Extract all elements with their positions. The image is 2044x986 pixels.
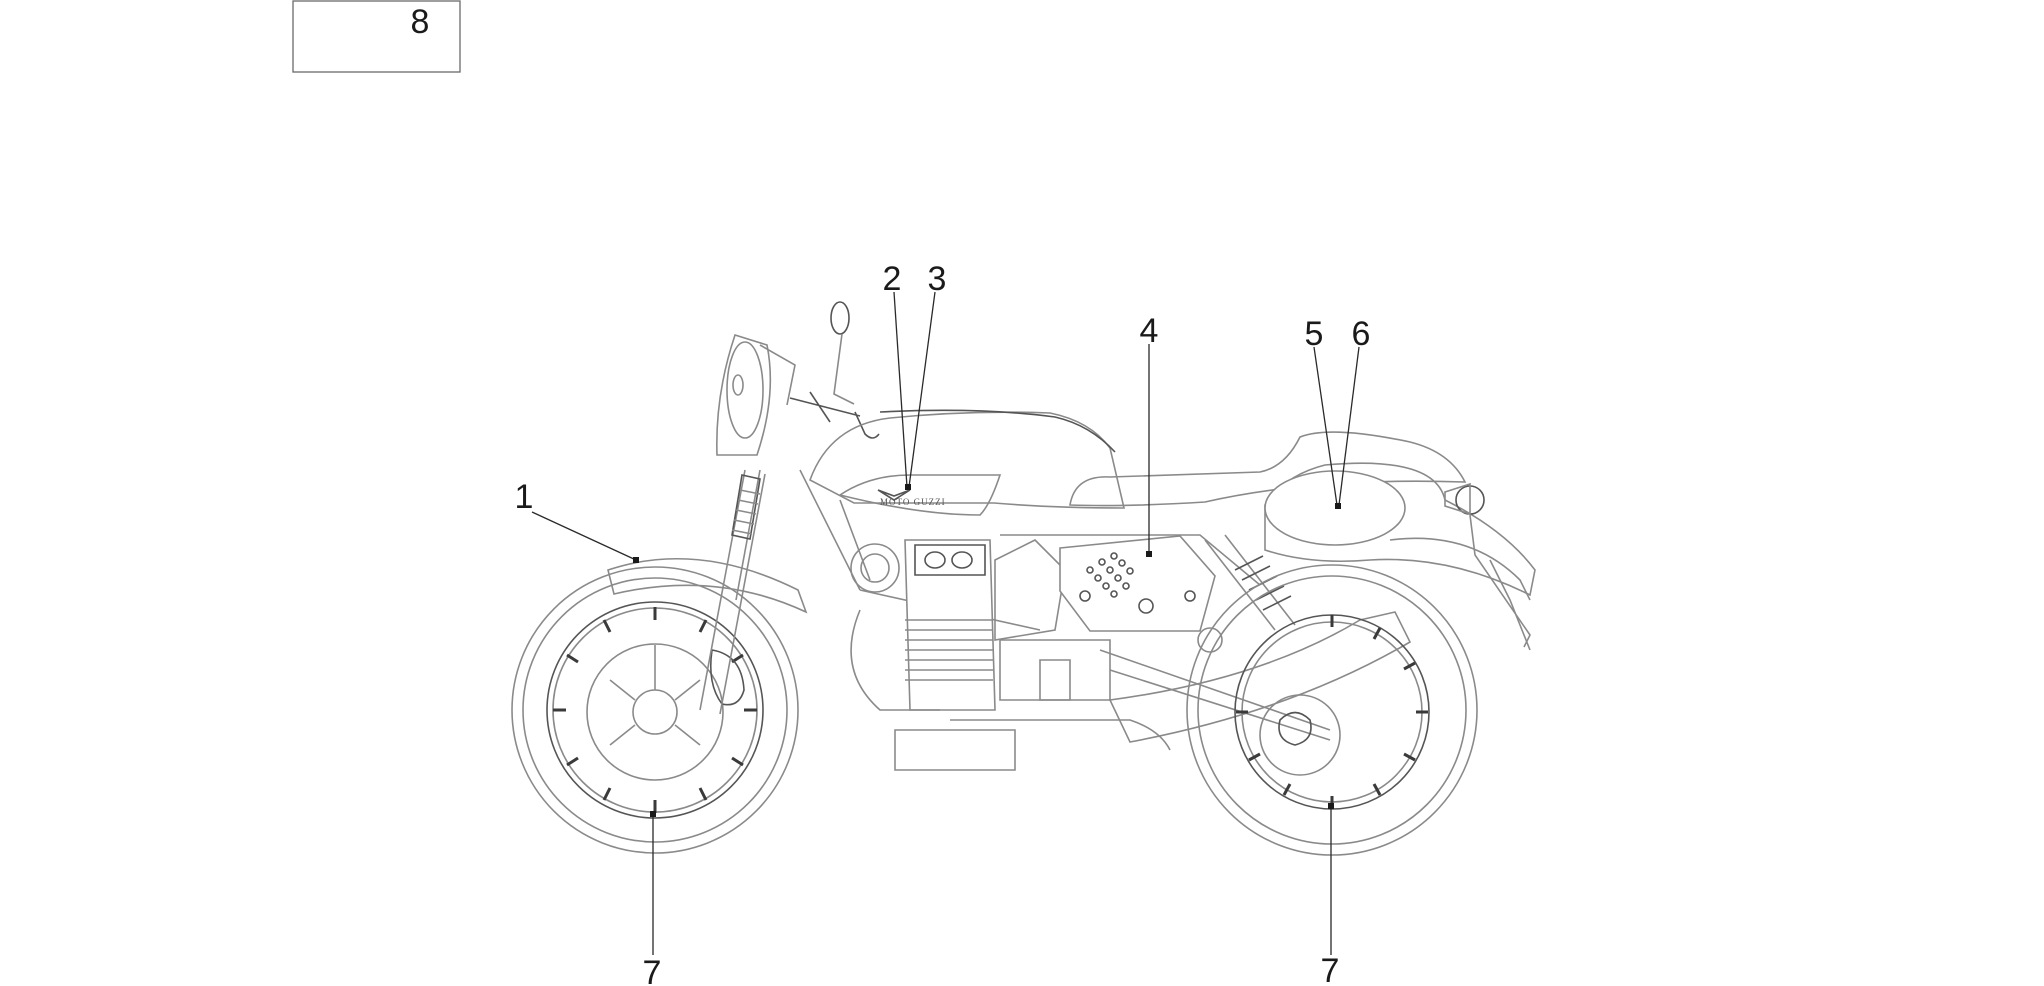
callout-group-7-rear: 7 — [1321, 803, 1340, 986]
rear-wheel-spokes — [1236, 615, 1428, 808]
exhaust — [1108, 611, 1412, 743]
item-8-frame — [292, 0, 461, 73]
side-cover — [1059, 535, 1216, 632]
callout-7-front: 7 — [643, 954, 662, 986]
engine — [850, 539, 1171, 771]
callout-6: 6 — [1352, 315, 1371, 353]
tail-section — [1264, 462, 1536, 597]
fuel-tank: MOTO GUZZI — [809, 409, 1126, 516]
callout-7-rear: 7 — [1321, 952, 1340, 986]
seat — [1069, 431, 1467, 507]
callout-5: 5 — [1305, 315, 1324, 353]
callout-1: 1 — [515, 478, 534, 516]
callout-3: 3 — [928, 260, 947, 298]
callout-group-4: 4 — [1140, 312, 1159, 557]
rear-fender-assembly — [1389, 482, 1531, 651]
callout-group-5-6: 5 6 — [1305, 315, 1371, 509]
callout-4: 4 — [1140, 312, 1159, 350]
frame — [799, 469, 1261, 631]
front-fork — [699, 469, 766, 715]
handlebar — [789, 391, 880, 439]
tank-logo-text: MOTO GUZZI — [880, 497, 946, 507]
callout-group-1: 1 — [515, 478, 639, 563]
rear-wheel — [1186, 564, 1478, 856]
callout-group-7-front: 7 — [643, 811, 662, 986]
headlight-assembly — [716, 301, 855, 456]
motorcycle-drawing: MOTO GUZZI — [511, 301, 1536, 856]
rear-suspension — [1099, 534, 1331, 741]
front-wheel-spokes — [553, 607, 757, 813]
callouts: 1 2 3 4 5 6 7 — [515, 260, 1371, 986]
item-8-reference-box: 8 — [292, 0, 461, 73]
callout-8: 8 — [411, 3, 430, 41]
front-fender — [607, 558, 808, 614]
callout-2: 2 — [883, 260, 902, 298]
callout-group-2-3: 2 3 — [883, 260, 947, 490]
front-wheel — [511, 566, 799, 854]
